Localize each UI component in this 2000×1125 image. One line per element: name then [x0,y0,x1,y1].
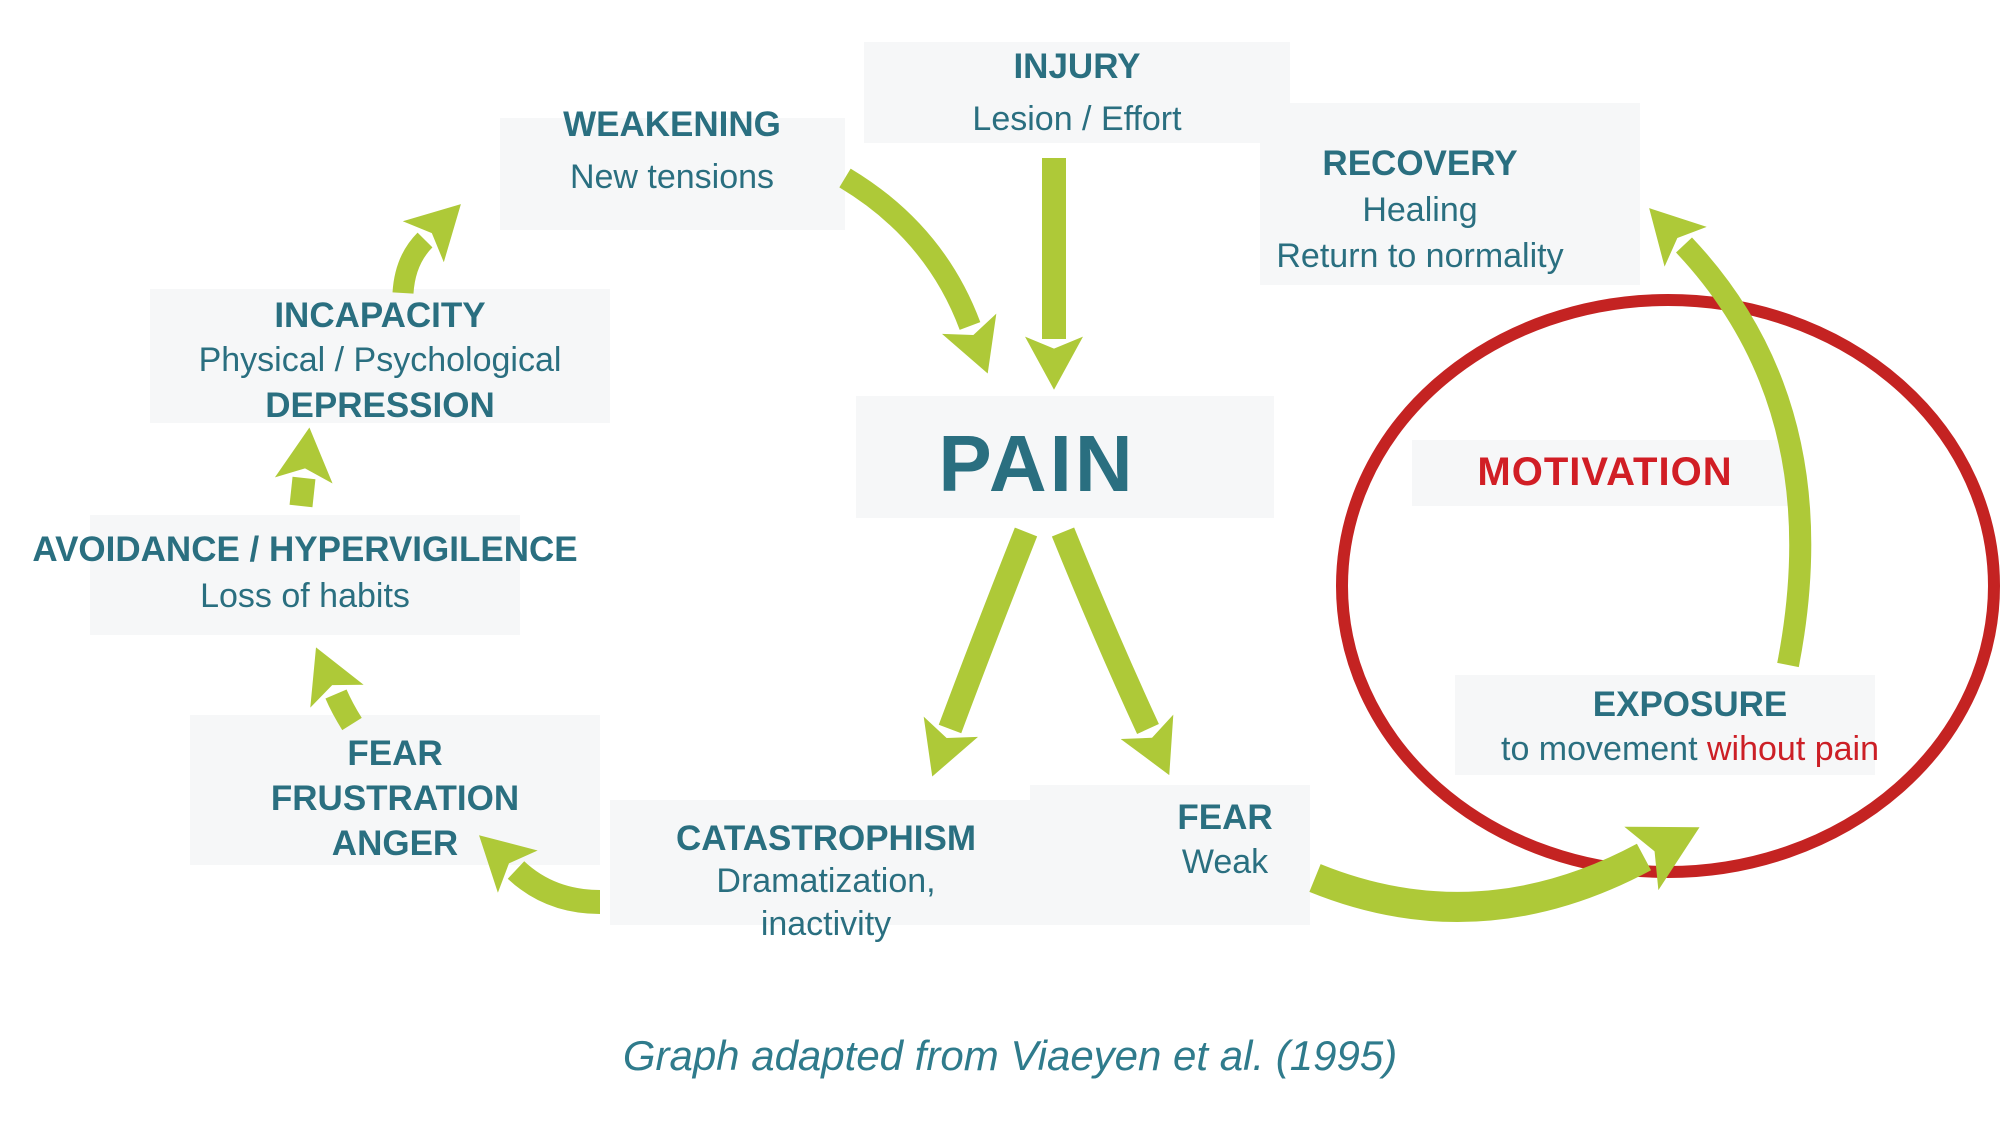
node-recovery: RECOVERY Healing Return to normality [1276,141,1563,279]
motivation-panel [1412,440,1797,506]
exposure-title: EXPOSURE [1592,685,1788,724]
ffa-line3: ANGER [331,824,459,863]
incapacity-panel [150,289,610,423]
node-avoidance: AVOIDANCE / HYPERVIGILENCE Loss of habit… [32,527,577,619]
arrow-exposure-to-recovery [1649,208,1812,668]
incapacity-line3: DEPRESSION [265,386,495,425]
catastrophism-line1: CATASTROPHISM [675,819,977,858]
injury-subtitle: Lesion / Effort [972,100,1182,138]
arrow-fear-to-avoidance [310,647,364,731]
weakening-panel [500,118,845,230]
node-weakening: WEAKENING New tensions [563,98,781,204]
arrow-catastrophism-to-anger [479,835,601,914]
catastrophism-line3: inactivity [760,905,892,943]
weakening-subtitle: New tensions [569,158,775,196]
avoidance-title: AVOIDANCE / HYPERVIGILENCE [32,530,578,569]
injury-title: INJURY [1013,47,1141,86]
avoidance-subtitle: Loss of habits [200,577,410,615]
pain-panel [856,396,1274,518]
avoidance-panel [90,515,520,635]
ffa-line1: FEAR [347,734,443,773]
node-fear-frustration-anger: FEAR FRUSTRATION ANGER [271,731,519,866]
node-motivation: MOTIVATION [1477,450,1732,495]
node-pain: PAIN [938,418,1135,510]
fear-weak-subtitle: Weak [1181,843,1269,881]
node-fear-weak: FEAR Weak [1177,796,1272,884]
recovery-line2: Healing [1362,191,1478,229]
node-injury: INJURY Lesion / Effort [972,40,1181,146]
recovery-panel [1260,103,1640,285]
fear-weak-panel [1030,785,1310,925]
node-incapacity: INCAPACITY Physical / Psychological DEPR… [199,293,562,428]
node-catastrophism: CATASTROPHISM Dramatization, inactivity [676,817,976,946]
exposure-subtitle-teal: to movement [1501,730,1707,768]
arrow-pain-to-catastrophism [923,527,1038,777]
exposure-panel [1455,675,1875,775]
incapacity-line2: Physical / Psychological [198,341,562,379]
ffa-line2: FRUSTRATION [270,779,520,818]
arrow-incapacity-to-weakening [392,204,461,294]
caption: Graph adapted from Viaeyen et al. (1995) [622,1032,1398,1079]
exposure-subtitle-red: wihout pain [1706,730,1879,768]
arrow-fear-to-exposure [1309,826,1700,922]
injury-panel [864,42,1290,143]
arrow-weakening-to-pain [839,168,997,374]
arrow-avoidance-to-depression [274,427,333,508]
motivation-title: MOTIVATION [1477,450,1733,494]
node-exposure: EXPOSURE to movement wihout pain [1501,683,1879,771]
recovery-title: RECOVERY [1322,144,1518,183]
catastrophism-line2: Dramatization, [716,862,936,900]
pain-title: PAIN [938,419,1136,508]
incapacity-line1: INCAPACITY [274,296,486,335]
motivation-circle [1336,294,2000,878]
fear-weak-title: FEAR [1177,798,1273,837]
arrow-pain-to-fear [1051,527,1174,776]
recovery-line3: Return to normality [1276,237,1564,275]
weakening-title: WEAKENING [563,105,781,144]
